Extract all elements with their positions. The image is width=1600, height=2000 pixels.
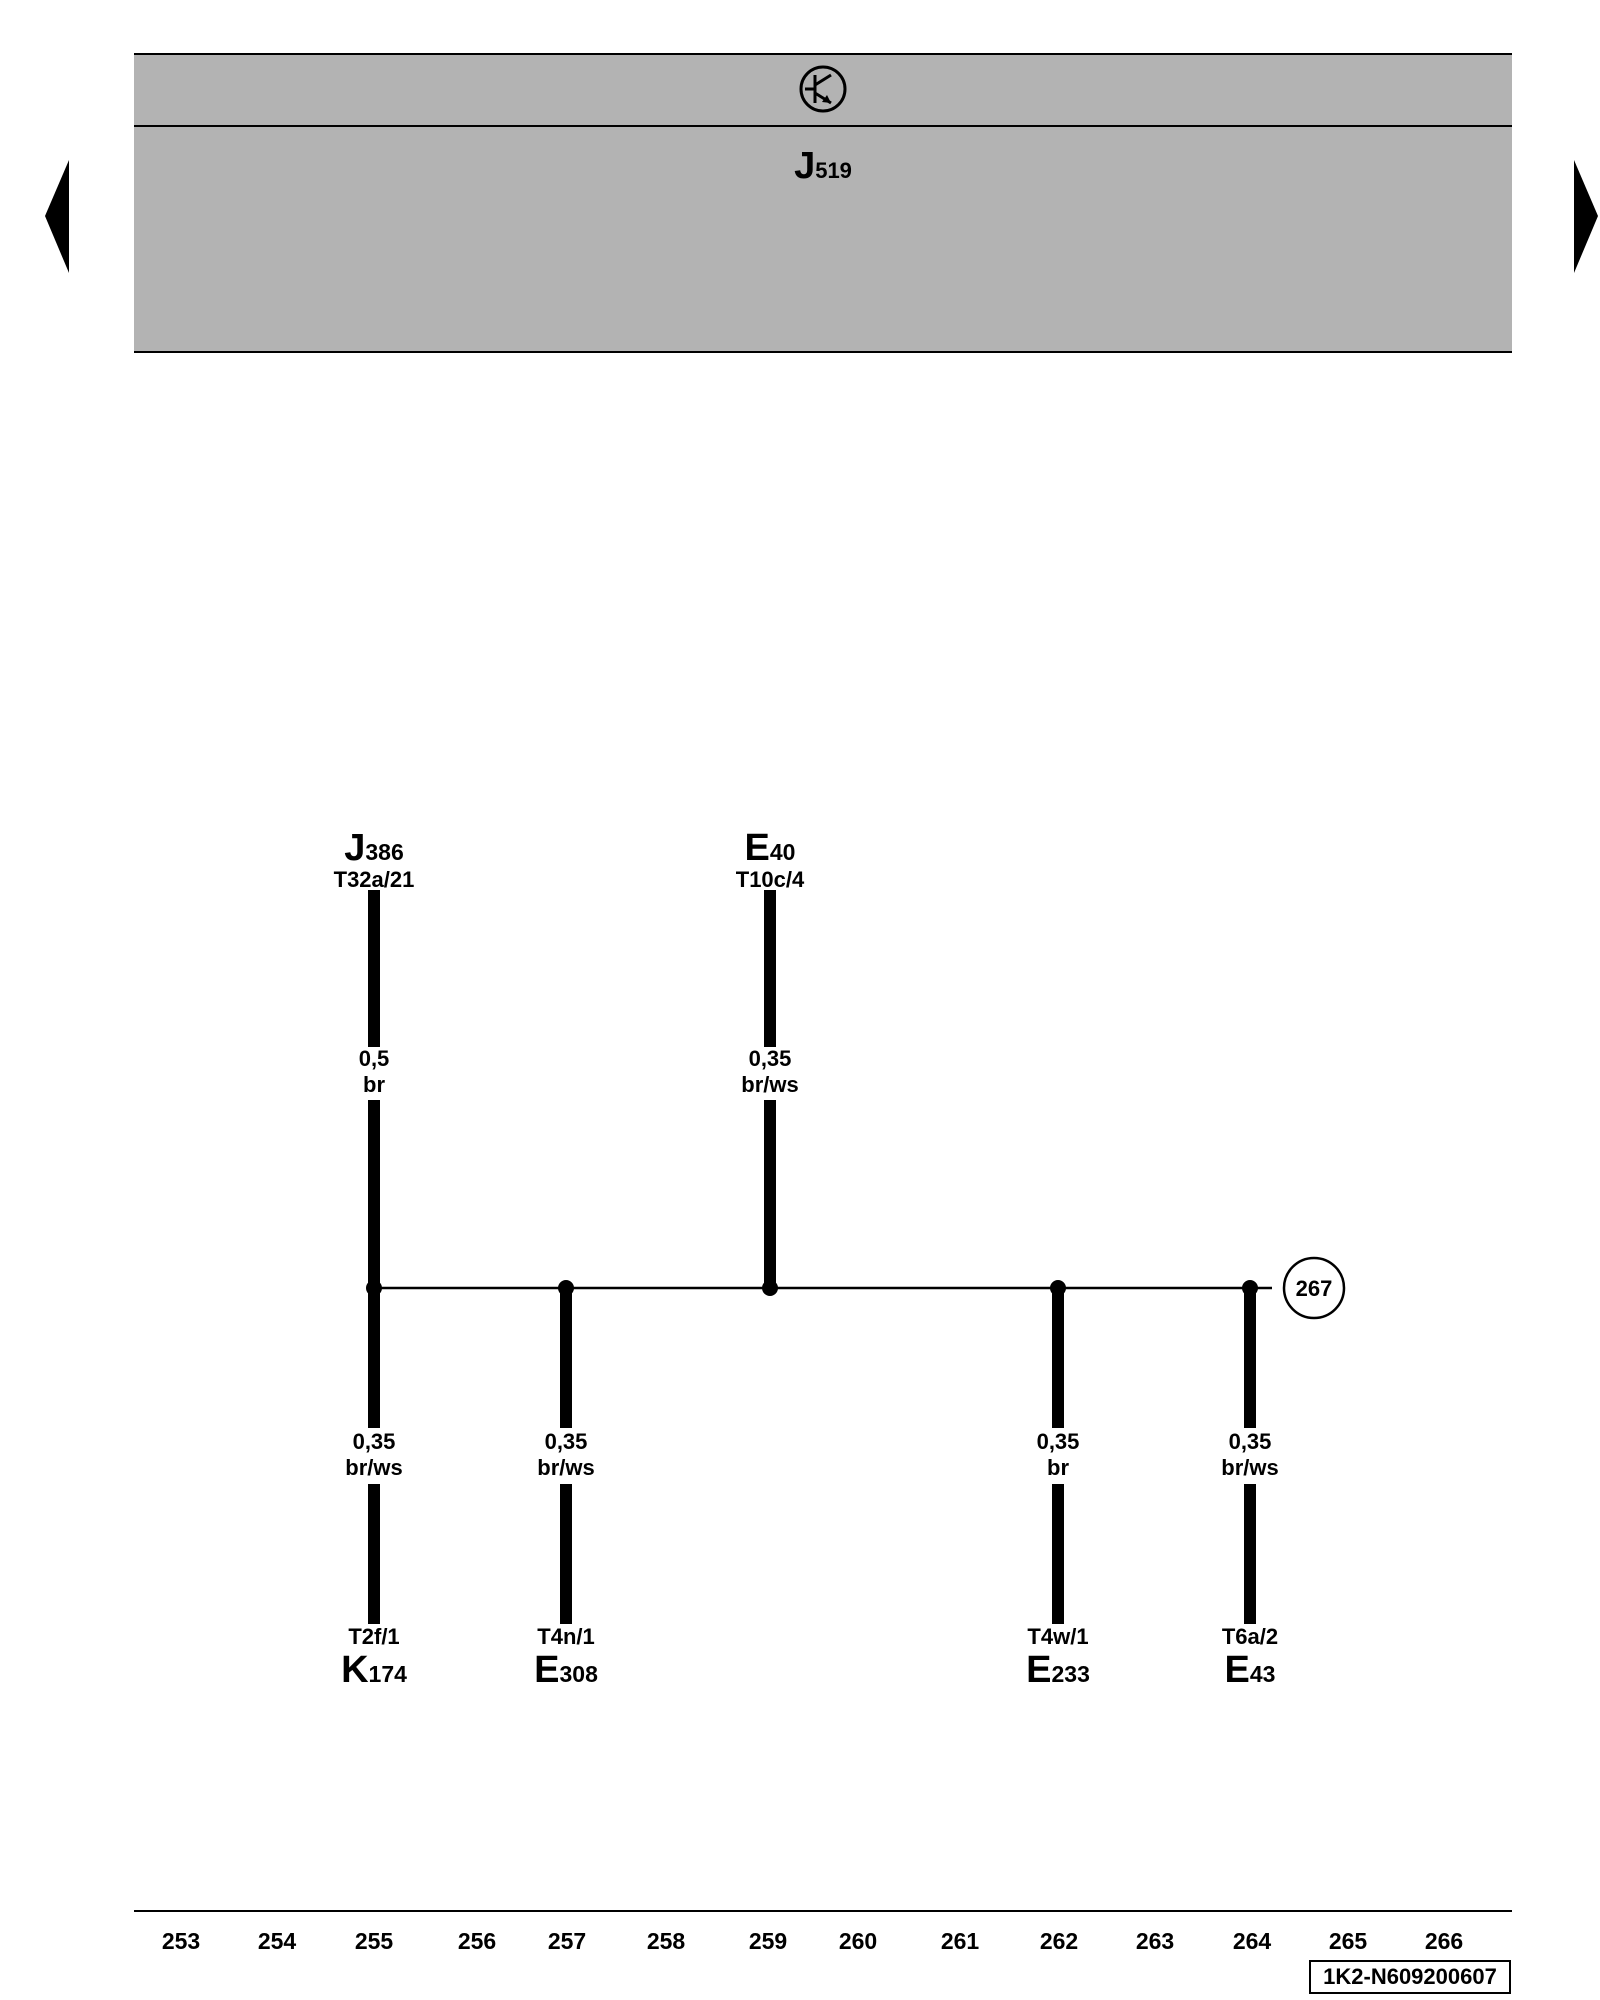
wire-segment (1052, 1484, 1064, 1624)
grid-number: 256 (458, 1928, 496, 1954)
wire-segment (368, 890, 380, 1047)
wire-size-label: 0,35 (1229, 1429, 1272, 1454)
continuation-circle (1282, 1256, 1346, 1320)
grid-number: 262 (1040, 1928, 1078, 1954)
grid-number: 255 (355, 1928, 394, 1954)
document-reference: 1K2-N609200607 (1309, 1960, 1511, 1994)
grid-number: 263 (1136, 1928, 1174, 1954)
grid-number: 254 (258, 1928, 297, 1954)
header-divider (134, 125, 1512, 127)
grid-number: 265 (1329, 1928, 1368, 1954)
grid-number: 264 (1233, 1928, 1272, 1954)
bottom-pin-label: T4n/1 (537, 1624, 594, 1649)
wire-segment (1244, 1288, 1256, 1428)
junction-dot (366, 1280, 382, 1296)
wire-size-label: 0,35 (545, 1429, 588, 1454)
junction-dot (558, 1280, 574, 1296)
grid-number: 261 (941, 1928, 980, 1954)
wire-color-label: br (1047, 1455, 1069, 1480)
grid-number: 260 (839, 1928, 877, 1954)
grid-number: 258 (647, 1928, 686, 1954)
top-component-label: E40 (745, 827, 796, 869)
triangle-right-icon[interactable] (1572, 160, 1598, 273)
grid-number: 257 (548, 1928, 586, 1954)
wire-color-label: br/ws (537, 1455, 594, 1480)
top-pin-label: T32a/21 (334, 867, 415, 892)
bottom-pin-label: T6a/2 (1222, 1624, 1278, 1649)
component-header-band: J519 (134, 53, 1512, 353)
header-component-number: 519 (815, 158, 852, 183)
bottom-component-label: E308 (534, 1649, 598, 1691)
grid-number: 253 (162, 1928, 200, 1954)
transistor-icon (799, 65, 847, 113)
junction-dot (1050, 1280, 1066, 1296)
junction-dot (1242, 1280, 1258, 1296)
bottom-pin-label: T2f/1 (348, 1624, 399, 1649)
wire-segment (1052, 1288, 1064, 1428)
footer-rule (134, 1910, 1512, 1912)
bottom-pin-label: T4w/1 (1027, 1624, 1088, 1649)
wire-segment (368, 1288, 380, 1428)
wire-size-label: 0,35 (353, 1429, 396, 1454)
header-component-label: J519 (134, 147, 1512, 185)
triangle-left-icon[interactable] (45, 160, 71, 273)
wire-segment (560, 1484, 572, 1624)
wire-color-label: br (363, 1072, 385, 1097)
wire-segment (560, 1288, 572, 1428)
bottom-component-label: E233 (1026, 1649, 1090, 1691)
wire-segment (368, 1100, 380, 1288)
grid-number: 259 (749, 1928, 787, 1954)
wire-segment (368, 1484, 380, 1624)
continuation-ref-label: 267 (1296, 1276, 1333, 1301)
wire-size-label: 0,35 (749, 1046, 792, 1071)
grid-number: 266 (1425, 1928, 1463, 1954)
wire-color-label: br/ws (1221, 1455, 1278, 1480)
header-component-letter: J (794, 145, 816, 187)
wire-color-label: br/ws (741, 1072, 798, 1097)
top-pin-label: T10c/4 (736, 867, 805, 892)
wire-size-label: 0,35 (1037, 1429, 1080, 1454)
top-component-label: J386 (344, 827, 404, 869)
wire-segment (1244, 1484, 1256, 1624)
wire-segment (764, 1100, 776, 1288)
bottom-component-label: K174 (341, 1649, 407, 1691)
wire-segment (764, 890, 776, 1047)
wire-color-label: br/ws (345, 1455, 402, 1480)
wire-size-label: 0,5 (359, 1046, 390, 1071)
junction-dot (762, 1280, 778, 1296)
bottom-component-label: E43 (1225, 1649, 1276, 1691)
